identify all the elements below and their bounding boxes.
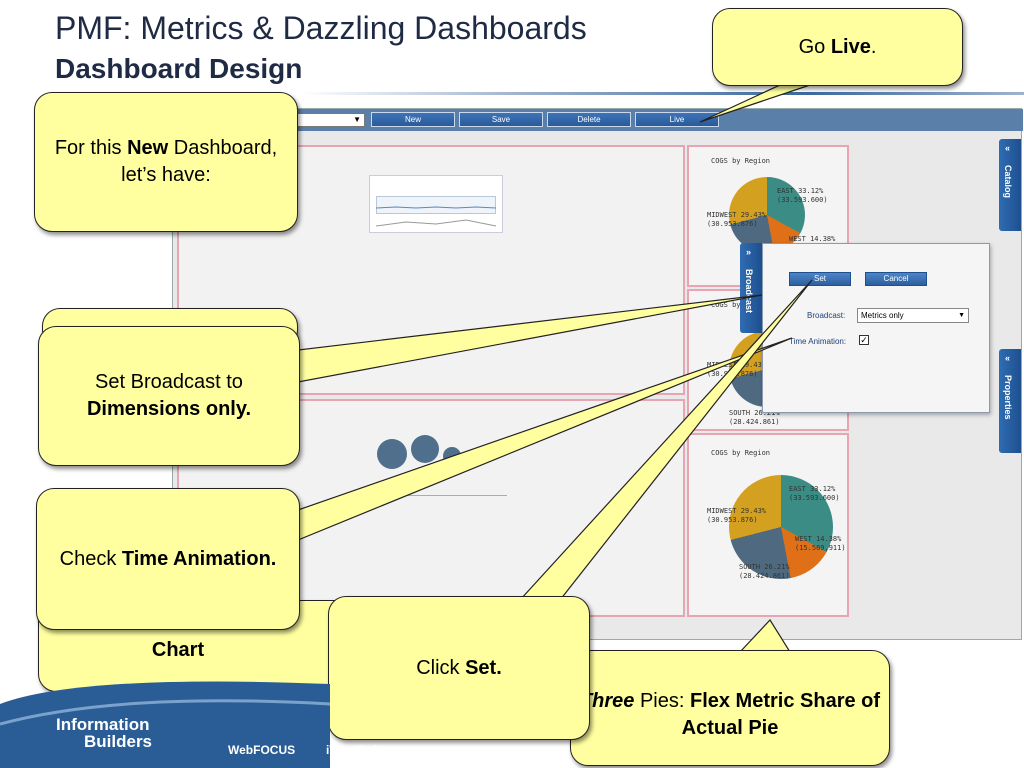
chevron-down-icon: ▼: [353, 115, 361, 124]
tab-catalog[interactable]: « Catalog: [999, 139, 1021, 231]
callout-three-pies: Three Pies: Flex Metric Share of Actual …: [570, 650, 890, 766]
broadcast-select[interactable]: Metrics only ▼: [857, 308, 969, 323]
pie-1-midwest-label: MIDWEST 29.43%: [707, 211, 767, 219]
double-chevron-left-icon: «: [1005, 143, 1011, 153]
save-button[interactable]: Save: [459, 112, 543, 127]
live-button[interactable]: Live: [635, 112, 719, 127]
pie-3-title: COGS by Region: [711, 449, 771, 457]
mini-line-chart: [369, 175, 503, 233]
pie-3-east-value: (33.593.600): [789, 494, 840, 502]
pie-chart-1: [729, 177, 805, 253]
pie-2-south-label: SOUTH 26.21%: [729, 409, 780, 417]
bubble-2: [411, 435, 439, 463]
time-animation-label: Time Animation:: [789, 337, 847, 346]
mini-line-chart-trace: [376, 206, 497, 227]
pie-chart-3: [729, 475, 833, 579]
bubble-chart: [339, 419, 509, 509]
delete-button[interactable]: Delete: [547, 112, 631, 127]
slide-title: PMF: Metrics & Dazzling Dashboards: [55, 10, 587, 46]
pie-1-west-label: WEST 14.38%: [789, 235, 836, 243]
tab-properties[interactable]: « Properties: [999, 349, 1021, 453]
pie-1-east-label: EAST 33.12%: [777, 187, 824, 195]
pie-1-east-value: (33.593.600): [777, 196, 828, 204]
slide-subtitle: Dashboard Design: [55, 53, 303, 84]
dashboard-select[interactable]: ▼: [293, 113, 365, 127]
bubble-1: [377, 439, 407, 469]
pie-3-east-label: EAST 33.12%: [789, 485, 836, 493]
callout-go-live: Go Live.: [712, 8, 963, 86]
pie-3-midwest-label: MIDWEST 29.43%: [707, 507, 767, 515]
cancel-button[interactable]: Cancel: [865, 272, 927, 286]
pie-3-west-value: (15.569,911): [795, 544, 846, 552]
footer-product-iway: iWay Software: [326, 743, 408, 757]
app-toolbar: ▼ New Save Delete Live: [173, 109, 1023, 131]
footer-product-webfocus: WebFOCUS: [228, 743, 296, 757]
set-button[interactable]: Set: [789, 272, 851, 286]
pie-panel-3: COGS by Region EAST 33.12% (33.593.600) …: [687, 433, 849, 617]
tab-broadcast[interactable]: » Broadcast: [740, 243, 762, 333]
double-chevron-right-icon: »: [746, 247, 752, 257]
callout-click-set: Click Set.: [328, 596, 590, 740]
pie-1-title: COGS by Region: [711, 157, 771, 165]
broadcast-label: Broadcast:: [807, 311, 846, 320]
chevron-down-icon: ▼: [958, 312, 965, 319]
pie-1-midwest-value: (30.953.876): [707, 220, 758, 228]
callout-new-dashboard: For this New Dashboard, let’s have:: [34, 92, 298, 232]
callout-check-time: Check Time Animation.: [36, 488, 300, 630]
pie-2-south-value: (28.424.861): [729, 418, 780, 426]
company-logo: Information Builders: [56, 715, 153, 751]
broadcast-dialog: Set Cancel Broadcast: Metrics only ▼ Tim…: [762, 243, 990, 413]
footer-swoosh: [0, 681, 330, 768]
title-rule: [300, 92, 1024, 95]
pie-3-midwest-value: (30.953.876): [707, 516, 758, 524]
time-animation-checkbox[interactable]: ✓: [859, 335, 869, 345]
callout-set-broadcast: Set Broadcast to Dimensions only.: [38, 326, 300, 466]
new-button[interactable]: New: [371, 112, 455, 127]
double-chevron-left-icon: «: [1005, 353, 1011, 363]
pie-3-south-label: SOUTH 26.21%: [739, 563, 790, 571]
pie-3-west-label: WEST 14.38%: [795, 535, 842, 543]
pie-3-south-value: (28.424.861): [739, 572, 790, 580]
